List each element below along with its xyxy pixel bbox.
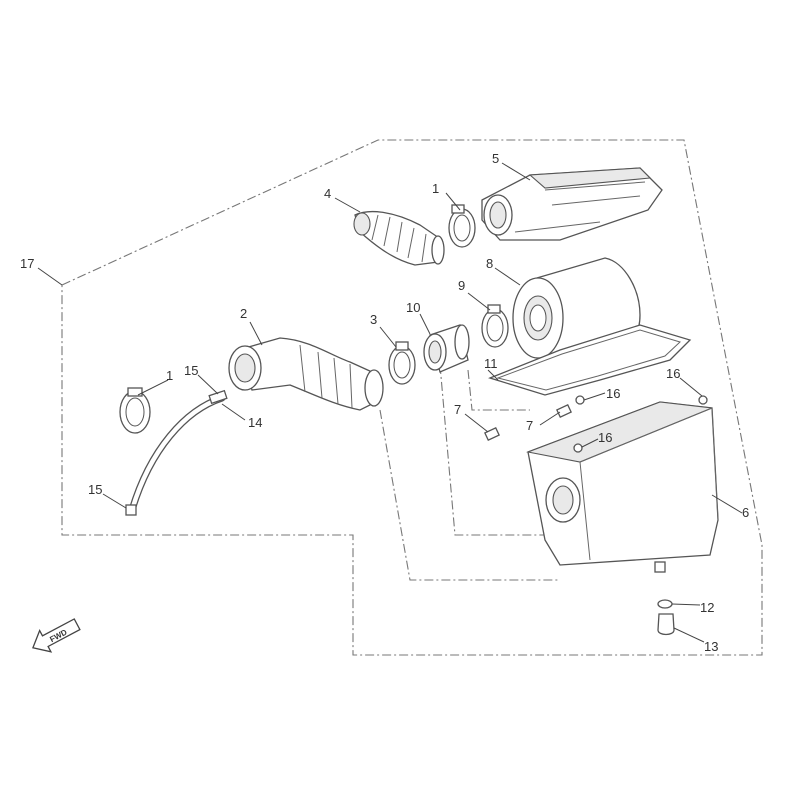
callout-5: 5	[492, 151, 499, 166]
callout-13: 13	[704, 639, 718, 654]
airbox-body	[525, 401, 719, 573]
hose-clamp-upper	[448, 204, 476, 248]
plug-7b	[556, 403, 572, 419]
fwd-arrow-icon: FWD	[32, 618, 81, 653]
callout-14: 14	[248, 415, 262, 430]
callout-7b: 7	[526, 418, 533, 433]
callout-6: 6	[742, 505, 749, 520]
guide-line-hose-to-box	[379, 409, 560, 581]
guide-line-filter-to-box	[439, 364, 560, 536]
callout-12: 12	[700, 600, 714, 615]
callout-16b: 16	[598, 430, 612, 445]
callout-3: 3	[370, 312, 377, 327]
callout-10: 10	[406, 300, 420, 315]
callout-15-lower: 15	[88, 482, 102, 497]
air-filter-element	[512, 257, 641, 359]
callout-15-upper: 15	[184, 363, 198, 378]
tube-plug-15-upper	[208, 389, 228, 405]
screw-16a	[575, 395, 585, 405]
guide-line-clamp	[467, 369, 530, 411]
assembly-boundary	[61, 139, 763, 656]
callout-9: 9	[458, 278, 465, 293]
screw-16b	[573, 443, 583, 453]
hose-clamp-lower	[119, 387, 151, 434]
drain-cap	[657, 613, 675, 636]
intake-hose	[228, 337, 384, 411]
screw-16c	[698, 395, 708, 405]
callout-16c: 16	[666, 366, 680, 381]
callout-17: 17	[20, 256, 34, 271]
connector-sleeve	[423, 324, 470, 373]
callout-7a: 7	[454, 402, 461, 417]
callout-11: 11	[484, 356, 498, 371]
plug-7a	[484, 426, 500, 442]
callout-2: 2	[240, 306, 247, 321]
tube-plug-15-lower	[125, 504, 137, 516]
callout-4: 4	[324, 186, 331, 201]
gasket	[488, 324, 692, 396]
hose-clamp-3	[388, 341, 416, 385]
callout-1-lower: 1	[166, 368, 173, 383]
inlet-duct	[353, 210, 445, 266]
hose-clamp-9	[481, 304, 509, 348]
drain-clamp	[657, 599, 673, 609]
callout-16a: 16	[606, 386, 620, 401]
callout-8: 8	[486, 256, 493, 271]
callout-1-upper: 1	[432, 181, 439, 196]
airbox-cover	[481, 167, 663, 241]
